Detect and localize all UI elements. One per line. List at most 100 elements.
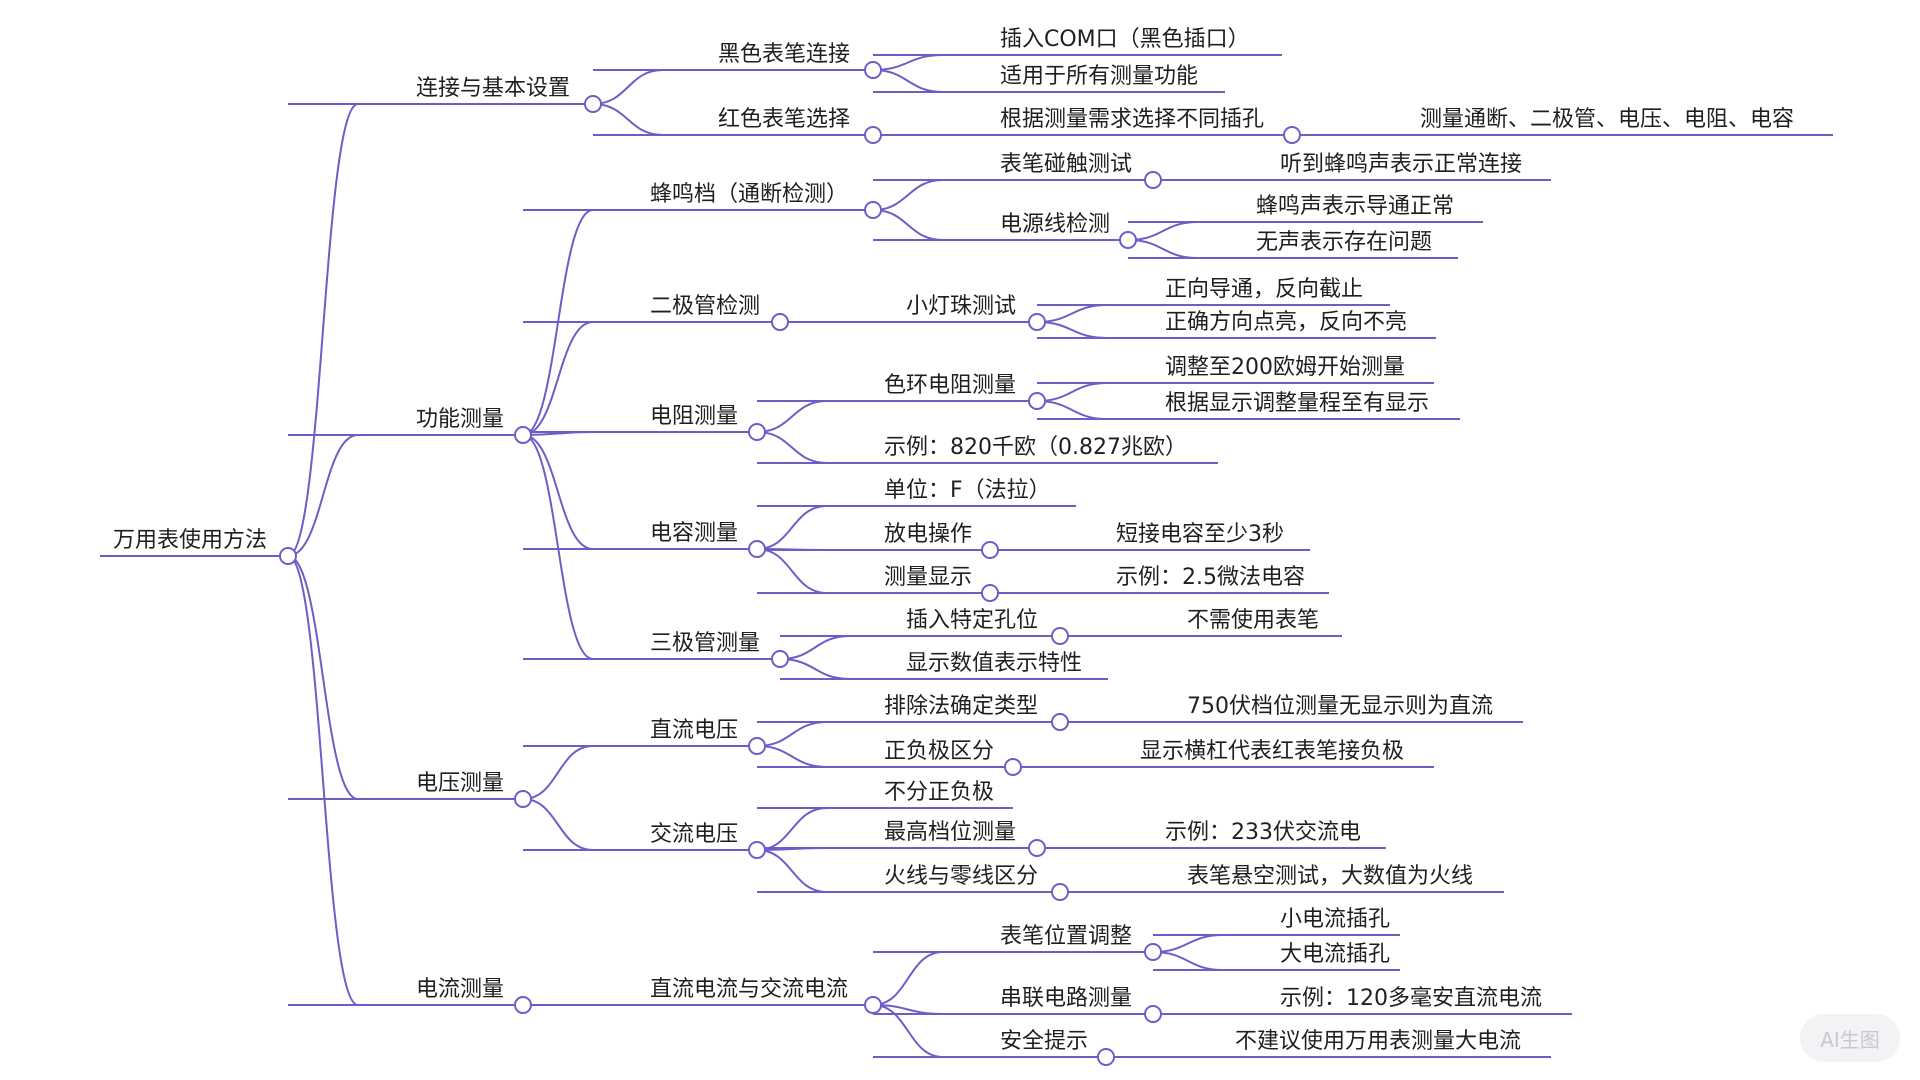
node-labels: 万用表使用方法连接与基本设置黑色表笔连接插入COM口（黑色插口）适用于所有测量功… <box>113 27 1794 1054</box>
level-3-node-label: 插入COM口（黑色插口） <box>1000 27 1250 52</box>
branch-connector <box>872 54 944 71</box>
collapse-toggle-dot[interactable] <box>748 423 766 441</box>
collapse-toggle-dot[interactable] <box>1144 1005 1162 1023</box>
level-4-node-label: 调整至200欧姆开始测量 <box>1165 355 1405 380</box>
level-4-node-label: 听到蜂鸣声表示正常连接 <box>1280 152 1522 177</box>
level-4-node-label: 根据显示调整量程至有显示 <box>1165 391 1429 416</box>
level-3-node-label: 放电操作 <box>884 522 972 547</box>
collapse-toggle-dot[interactable] <box>748 841 766 859</box>
branch-connector <box>1127 221 1199 241</box>
level-4-node-label: 示例：233伏交流电 <box>1165 820 1361 845</box>
level-2-node-label: 交流电压 <box>650 822 738 847</box>
level-2-node-label: 直流电流与交流电流 <box>650 977 848 1002</box>
collapse-toggle-dot[interactable] <box>864 996 882 1014</box>
collapse-toggle-dot[interactable] <box>1051 627 1069 645</box>
collapse-toggle-dot[interactable] <box>514 996 532 1014</box>
branch-connector <box>592 69 664 105</box>
level-3-node-label: 根据测量需求选择不同插孔 <box>1000 107 1264 132</box>
level-3-node-label: 测量显示 <box>884 565 972 590</box>
branch-connector <box>779 635 851 660</box>
branch-connector <box>287 555 359 800</box>
level-3-node-label: 色环电阻测量 <box>884 373 1016 398</box>
level-1-node-label: 连接与基本设置 <box>416 76 570 101</box>
branch-connector <box>522 434 594 660</box>
branch-connector <box>592 103 664 136</box>
collapse-toggle-dot[interactable] <box>864 61 882 79</box>
collapse-toggle-dot[interactable] <box>864 201 882 219</box>
branch-connector <box>1152 951 1224 971</box>
branch-connector <box>756 721 828 747</box>
collapse-toggle-dot[interactable] <box>1283 126 1301 144</box>
level-2-node-label: 红色表笔选择 <box>718 107 850 132</box>
branch-connector <box>1127 239 1199 259</box>
branch-connector <box>756 505 828 550</box>
collapse-toggle-dot[interactable] <box>1028 392 1046 410</box>
branch-connector <box>522 798 594 851</box>
node-connectors <box>279 61 1301 1066</box>
collapse-toggle-dot[interactable] <box>1051 713 1069 731</box>
collapse-toggle-dot[interactable] <box>771 313 789 331</box>
collapse-toggle-dot[interactable] <box>584 95 602 113</box>
level-4-node-label: 蜂鸣声表示导通正常 <box>1256 194 1454 219</box>
level-4-node-label: 示例：2.5微法电容 <box>1116 565 1305 590</box>
collapse-toggle-dot[interactable] <box>748 540 766 558</box>
branch-connector <box>779 658 851 680</box>
branch-connector <box>756 548 828 594</box>
collapse-toggle-dot[interactable] <box>748 737 766 755</box>
level-3-node-label: 火线与零线区分 <box>884 864 1038 889</box>
branch-connector <box>287 103 359 557</box>
branch-connector <box>872 69 944 93</box>
level-4-node-label: 750伏档位测量无显示则为直流 <box>1187 694 1493 719</box>
level-3-node-label: 插入特定孔位 <box>906 608 1038 633</box>
level-3-node-label: 串联电路测量 <box>1000 986 1132 1011</box>
branch-connector <box>522 321 594 436</box>
level-3-node-label: 显示数值表示特性 <box>906 651 1082 676</box>
collapse-toggle-dot[interactable] <box>1028 313 1046 331</box>
collapse-toggle-dot[interactable] <box>1119 231 1137 249</box>
level-4-node-label: 无声表示存在问题 <box>1256 230 1432 255</box>
branch-connector <box>756 400 828 433</box>
level-4-node-label: 表笔悬空测试，大数值为火线 <box>1187 864 1473 889</box>
collapse-toggle-dot[interactable] <box>514 426 532 444</box>
collapse-toggle-dot[interactable] <box>1004 758 1022 776</box>
level-3-node-label: 表笔碰触测试 <box>1000 152 1132 177</box>
collapse-toggle-dot[interactable] <box>1144 943 1162 961</box>
collapse-toggle-dot[interactable] <box>1097 1048 1115 1066</box>
level-4-node-label: 短接电容至少3秒 <box>1116 522 1284 547</box>
collapse-toggle-dot[interactable] <box>981 584 999 602</box>
branch-connector <box>872 1004 944 1058</box>
collapse-toggle-dot[interactable] <box>514 790 532 808</box>
level-4-node-label: 大电流插孔 <box>1280 942 1390 967</box>
branch-connector <box>1036 382 1108 402</box>
collapse-toggle-dot[interactable] <box>1051 883 1069 901</box>
collapse-toggle-dot[interactable] <box>771 650 789 668</box>
branch-connector <box>756 849 828 893</box>
branch-connector <box>1036 400 1108 420</box>
level-3-node-label: 安全提示 <box>1000 1029 1088 1054</box>
collapse-toggle-dot[interactable] <box>1144 171 1162 189</box>
branch-connector <box>287 434 359 557</box>
level-2-node-label: 三极管测量 <box>650 631 760 656</box>
collapse-toggle-dot[interactable] <box>981 541 999 559</box>
collapse-toggle-dot[interactable] <box>1028 839 1046 857</box>
level-3-node-label: 最高档位测量 <box>884 820 1016 845</box>
branch-connector <box>522 745 594 800</box>
level-2-node-label: 二极管检测 <box>650 294 760 319</box>
level-2-node-label: 黑色表笔连接 <box>718 42 850 67</box>
level-3-node-label: 单位：F（法拉） <box>884 478 1051 503</box>
level-4-node-label: 测量通断、二极管、电压、电阻、电容 <box>1420 107 1794 132</box>
level-3-node-label: 小灯珠测试 <box>906 294 1016 319</box>
branch-connector <box>756 431 828 464</box>
level-3-node-label: 表笔位置调整 <box>1000 924 1132 949</box>
collapse-toggle-dot[interactable] <box>864 126 882 144</box>
branch-connector <box>287 555 359 1006</box>
level-4-node-label: 小电流插孔 <box>1280 907 1390 932</box>
level-4-node-label: 正确方向点亮，反向不亮 <box>1165 310 1407 335</box>
branch-connector <box>1036 304 1108 323</box>
collapse-toggle-dot[interactable] <box>279 547 297 565</box>
connector-lines <box>100 54 1833 1058</box>
branch-connector <box>756 745 828 768</box>
level-3-node-label: 适用于所有测量功能 <box>1000 64 1198 89</box>
level-4-node-label: 不需使用表笔 <box>1187 608 1319 633</box>
level-1-node-label: 功能测量 <box>416 407 504 432</box>
